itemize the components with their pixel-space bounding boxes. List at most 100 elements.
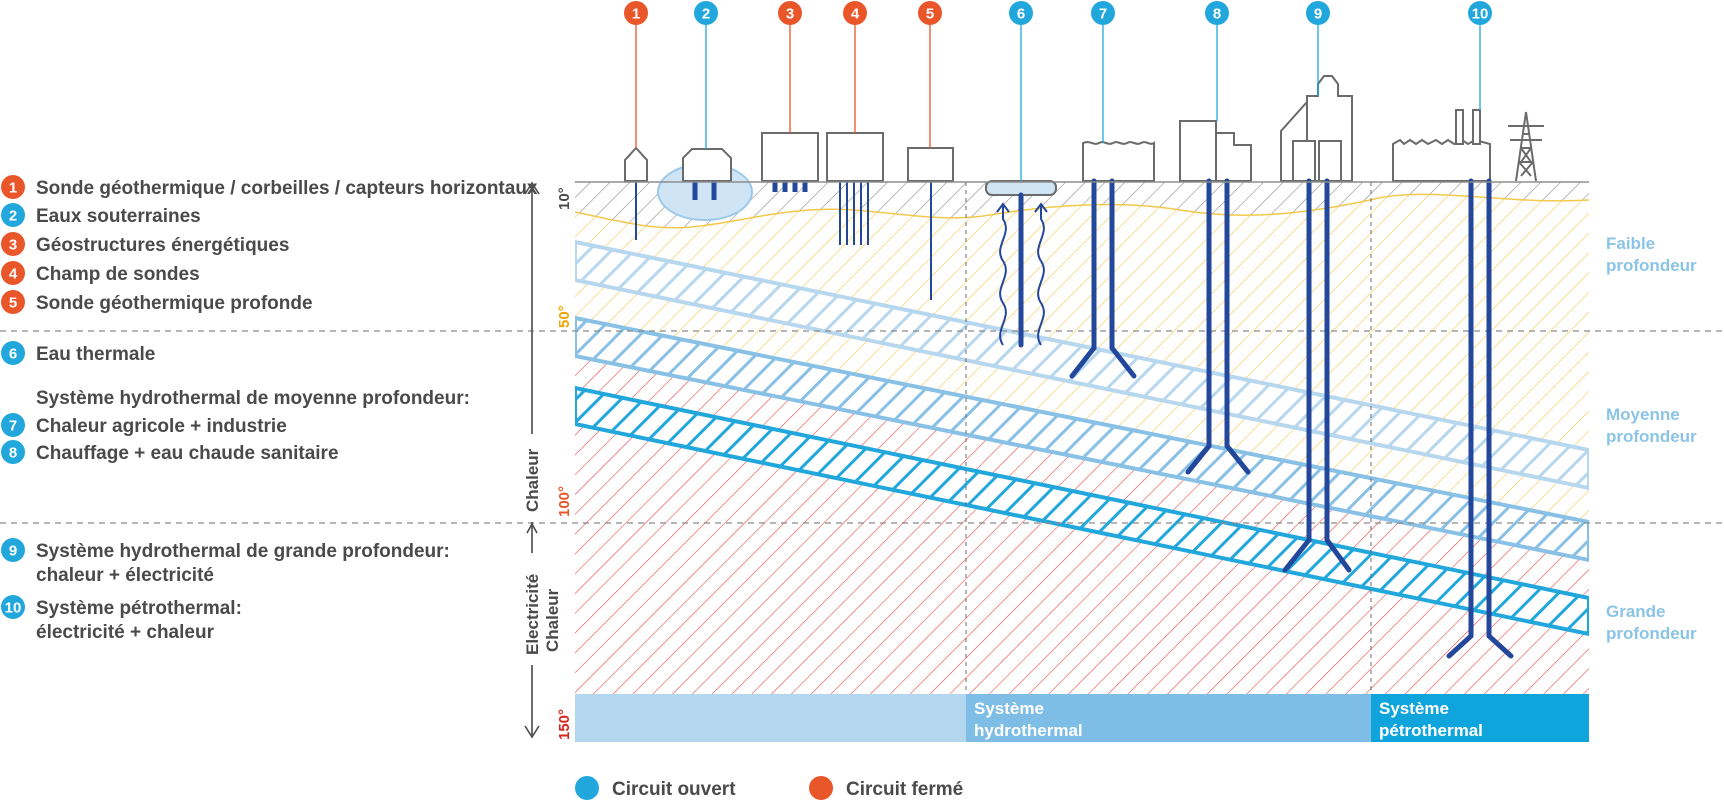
arrow-up-icon — [526, 522, 538, 534]
marker-number: 3 — [786, 6, 794, 23]
system-segment-petrothermal — [1371, 694, 1589, 742]
zone-label: profondeur — [1606, 624, 1697, 643]
temperature-label: 150° — [556, 709, 573, 740]
marker-badge — [843, 1, 867, 25]
temperature-axis: 10° 50° 100° 150° — [556, 187, 573, 740]
pylon-icon — [1508, 111, 1544, 182]
legend-number: 9 — [9, 543, 17, 560]
arrow-up-icon — [524, 181, 540, 195]
legend-badge — [1, 290, 25, 314]
legend-item-text: Système hydrothermal de grande profondeu… — [36, 541, 450, 562]
marker-badge — [1091, 1, 1115, 25]
system-label: Système — [974, 699, 1044, 718]
building-icon — [682, 148, 732, 182]
probes — [635, 181, 1048, 346]
open-circuit-dot — [575, 776, 599, 800]
legend-badge — [1, 341, 25, 365]
soil-boundary — [575, 193, 1589, 229]
zone-label: Faible — [1606, 234, 1655, 253]
well-branch — [1282, 537, 1352, 573]
circuit-label: Circuit ouvert — [612, 779, 736, 800]
circuit-legend: Circuit ouvert Circuit fermé — [575, 776, 963, 800]
legend-item-text: Sonde géothermique profonde — [36, 293, 313, 314]
marker-badge — [778, 1, 802, 25]
marker-badge — [1306, 1, 1330, 25]
power-plant-icon — [1292, 140, 1316, 182]
marker-number: 6 — [1017, 6, 1025, 23]
legend-badge — [1, 232, 25, 256]
aquifer-deep-hatch — [575, 388, 1589, 634]
zone-label: profondeur — [1606, 256, 1697, 275]
zone-label: Moyenne — [1606, 405, 1680, 424]
axis-label-electricity: Electricité — [523, 574, 542, 655]
legend-item-text: chaleur + électricité — [36, 565, 214, 586]
legend-badge — [1, 203, 25, 227]
legend-number: 6 — [9, 346, 17, 363]
marker-number: 5 — [926, 6, 934, 23]
legend-badge — [1, 440, 25, 464]
legend-item-text: Chaleur agricole + industrie — [36, 416, 287, 437]
marker-number: 4 — [851, 6, 860, 23]
marker-badge — [1205, 1, 1229, 25]
marker-number: 8 — [1213, 6, 1221, 23]
legend-item-text: électricité + chaleur — [36, 622, 215, 643]
thermal-flow-arrow — [1034, 202, 1048, 346]
installations — [624, 75, 1544, 221]
legend-item-text: Géostructures énergétiques — [36, 235, 289, 256]
building-icon — [907, 147, 954, 182]
usage-axis — [524, 181, 540, 739]
closed-circuit-dot — [809, 776, 833, 800]
zone-label: profondeur — [1606, 427, 1697, 446]
building-icon — [761, 132, 819, 182]
legend-item-text: Sonde géothermique / corbeilles / capteu… — [36, 178, 538, 199]
system-segment-hydrothermal — [966, 694, 1371, 742]
well-branch — [1185, 443, 1251, 475]
marker-lines — [635, 24, 1481, 181]
axis-label-heat: Chaleur — [543, 588, 562, 652]
arrow-down-icon — [524, 725, 540, 739]
buildings-icon — [1215, 132, 1252, 182]
legend-item-text: Champ de sondes — [36, 264, 200, 285]
chimney-icon — [1472, 109, 1481, 145]
system-label: hydrothermal — [974, 721, 1083, 740]
legend-number: 3 — [9, 237, 17, 254]
legend-item-text: Eau thermale — [36, 344, 155, 365]
system-segment-shallow — [575, 694, 966, 742]
legend-number: 4 — [9, 266, 18, 283]
legend-number: 8 — [9, 445, 17, 462]
legend-item-text: Eaux souterraines — [36, 206, 201, 227]
marker-number: 7 — [1099, 6, 1107, 23]
legend-list: 1 Sonde géothermique / corbeilles / capte… — [1, 175, 538, 643]
petrothermal-plant-icon — [1392, 138, 1491, 182]
zone-label: Grande — [1606, 602, 1666, 621]
depth-zone-labels: Faible profondeur Moyenne profondeur Gra… — [1606, 234, 1697, 643]
greenhouse-icon — [1082, 141, 1155, 182]
legend-badge — [1, 261, 25, 285]
thermal-flow-arrow — [996, 202, 1010, 346]
marker-number: 2 — [702, 6, 710, 23]
chimney-icon — [1455, 109, 1464, 145]
axis-label-heat: Chaleur — [523, 448, 542, 512]
legend-item-text: Chauffage + eau chaude sanitaire — [36, 443, 339, 464]
marker-number: 9 — [1314, 6, 1322, 23]
geological-cross-section — [575, 182, 1589, 694]
legend-number: 7 — [9, 418, 17, 435]
aquifer-medium-hatch — [575, 318, 1589, 560]
legend-item-text: Système hydrothermal de moyenne profonde… — [36, 388, 470, 409]
well-branch — [1446, 633, 1514, 659]
well-branch — [1069, 345, 1137, 379]
legend-item-text: Système pétrothermal: — [36, 598, 242, 619]
legend-number: 10 — [5, 600, 22, 617]
temperature-label: 100° — [556, 486, 573, 517]
legend-number: 1 — [9, 180, 17, 197]
wells — [1018, 178, 1514, 659]
system-bar: Système hydrothermal Système pétrotherma… — [575, 694, 1589, 742]
power-plant-icon — [1318, 140, 1342, 182]
marker-number: 10 — [1472, 6, 1489, 23]
temperature-label: 10° — [556, 187, 573, 210]
marker-badge — [918, 1, 942, 25]
building-icon — [826, 132, 884, 182]
house-icon — [624, 146, 648, 182]
